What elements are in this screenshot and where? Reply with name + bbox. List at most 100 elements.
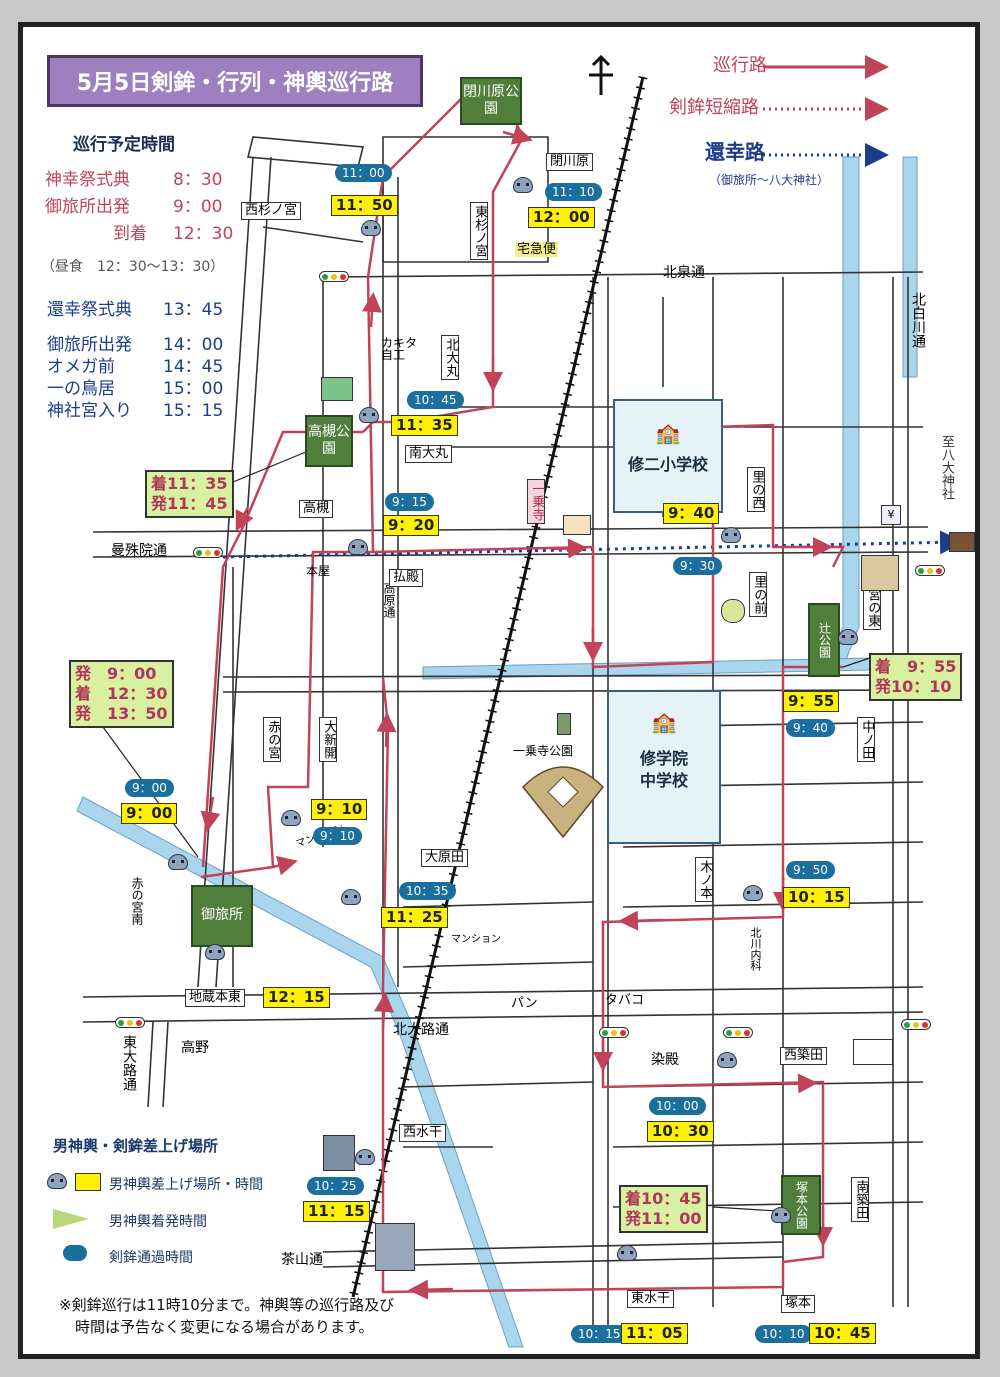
park-takatsuki: 高槻公園: [305, 415, 353, 467]
road-takahara: 高原通: [382, 582, 396, 618]
rivers: [76, 156, 924, 1348]
schedule-row-6-time: 14：45: [163, 357, 224, 377]
pass-time-1025: 10：25: [307, 1177, 364, 1195]
return-route-line: [222, 530, 964, 559]
mikoshi-time-910: 9：10: [311, 799, 368, 820]
building-icon: [323, 1135, 355, 1171]
legend-return-sub: （御旅所～八大神社）: [709, 173, 830, 187]
place-haraidono: 払殿: [389, 569, 424, 588]
blue-pill-icon: [63, 1245, 87, 1261]
pass-time-1010: 10：10: [755, 1325, 812, 1343]
place-akanomiyaminami: 赤の宮南: [130, 877, 144, 925]
footnote-line-2: 時間は予告なく変更になる場合があります。: [75, 1317, 374, 1336]
pass-time-915: 9：15: [385, 493, 434, 511]
place-tsukamoto: 塚本: [781, 1295, 816, 1314]
route-arrows: [200, 95, 833, 1300]
place-pan: パン: [511, 996, 538, 1011]
pass-time-950: 9：50: [786, 861, 835, 879]
legend-return-route-label: 還幸路: [705, 140, 765, 164]
road-chayama: 茶山通: [281, 1252, 323, 1268]
yellow-box-icon: [75, 1173, 101, 1191]
streets: [82, 136, 929, 1327]
place-satonomae: 里の前: [749, 572, 768, 617]
mikoshi-time-1125: 11：25: [381, 907, 448, 928]
mikoshi-time-955: 9：55: [783, 691, 840, 712]
station-ichijoji: 一乗寺: [527, 479, 546, 524]
mikoshi-marker-icon: [168, 854, 188, 870]
flag-icon: [53, 1209, 89, 1229]
railway: [348, 75, 648, 1299]
arrival-otabisho: 着 12：30: [75, 684, 168, 703]
school-icon: 🏫: [655, 421, 681, 445]
park-tsuji: 辻公園: [808, 603, 840, 677]
place-honya: 本屋: [306, 564, 331, 578]
place-minamiomaru: 南大丸: [405, 445, 453, 464]
mikoshi-time-1030: 10：30: [647, 1121, 714, 1142]
mikoshi-marker-icon: [359, 407, 379, 423]
schedule-row-2-time: 9：00: [173, 197, 223, 217]
school-icon-2: 🏫: [651, 710, 677, 734]
mikoshi-marker-icon: [617, 1245, 637, 1261]
park-tsukamoto: 塚本公園: [781, 1175, 821, 1235]
mikoshi-time-1105: 11：05: [621, 1323, 688, 1344]
place-akanomiya: 赤の宮: [263, 717, 282, 762]
mikoshi-time-1045: 10：45: [809, 1323, 876, 1344]
school-shugakuin-label: 修学院中学校: [639, 749, 688, 791]
place-takano: 高野: [181, 1040, 209, 1056]
mikoshi-marker-icon: [721, 527, 741, 543]
departure-takatsuki: 発11：45: [151, 494, 228, 513]
mikoshi-marker-icon: [361, 220, 381, 236]
departure-otabisho-1: 発 9：00: [75, 664, 157, 683]
traffic-light-icon: [915, 565, 945, 576]
place-mansion-2: マンション: [451, 934, 501, 945]
map-canvas: [76, 54, 964, 1348]
departure-tsuji: 発10：10: [875, 677, 952, 696]
pass-time-940: 9：40: [786, 719, 835, 737]
schedule-row-1-label: 神幸祭式典: [45, 170, 130, 190]
schedule-row-7-time: 15：00: [163, 379, 224, 399]
schedule-row-6-label: オメガ前: [47, 357, 115, 377]
arrival-departure-tsukamoto: 着10：45 発11：00: [619, 1185, 708, 1233]
place-higashimizuhoshi: 東水干: [627, 1290, 675, 1309]
map-frame: 5月5日剣鉾・行列・神輿巡行路 巡行路 剣鉾短縮路 還幸路 （御旅所～八大神社）…: [18, 22, 980, 1359]
schedule-row-8-label: 神社宮入り: [47, 401, 132, 421]
road-manshuin: 曼殊院通: [111, 543, 167, 559]
mikoshi-time-1215: 12：15: [263, 987, 330, 1008]
to-yasaka-shrine: 至八大神社: [939, 435, 954, 500]
place-nakanota: 中ノ田: [857, 717, 876, 762]
mikoshi-marker-icon: [743, 885, 763, 901]
legend-arrows: [763, 55, 889, 167]
mikoshi-marker-icon: [513, 177, 533, 193]
schedule-row-1-time: 8：30: [173, 170, 223, 190]
road-kitaoji: 北大路通: [393, 1022, 449, 1038]
mikoshi-marker-icon: [355, 1149, 375, 1165]
pass-time-900: 9：00: [125, 779, 174, 797]
place-kitaomaru: 北大丸: [441, 335, 460, 380]
mikoshi-marker-icon: [771, 1207, 791, 1223]
mikoshi-marker-icon: [281, 810, 301, 826]
place-higashisuginomiya: 東杉ノ宮: [470, 202, 489, 260]
canal-east: [902, 156, 918, 378]
legend-route-label: 巡行路: [713, 55, 767, 76]
arrival-takatsuki: 着11：35: [151, 474, 228, 493]
shop-icon: [861, 555, 899, 591]
police-box-icon: [853, 1039, 893, 1065]
pass-time-1000: 10：00: [649, 1097, 706, 1115]
mikoshi-marker-icon: [348, 539, 368, 555]
mikoshi-time-940: 9：40: [663, 503, 720, 524]
place-kakita: カキタ自工: [381, 336, 418, 362]
mikoshi-marker-icon: [47, 1173, 67, 1189]
place-jizomotohigashi: 地蔵本東: [185, 989, 246, 1008]
place-heisenbara: 閉川原: [546, 153, 594, 172]
arrival-departure-otabisho: 発 9：00 着 12：30 発 13：50: [69, 660, 174, 728]
traffic-light-icon: [723, 1027, 753, 1038]
schedule-row-7-label: 一の鳥居: [47, 379, 115, 399]
mikoshi-time-1015: 10：15: [783, 887, 850, 908]
school-shuji: 🏫 修二小学校: [613, 399, 723, 513]
pass-time-1015: 10：15: [571, 1325, 628, 1343]
departure-otabisho-2: 発 13：50: [75, 704, 168, 723]
place-takkyubin: 宅急便: [515, 242, 559, 257]
footnote: ※剣鉾巡行は11時10分まで。神輿等の巡行路及び 時間は予告なく変更になる場合が…: [59, 1295, 394, 1339]
traffic-light-icon: [115, 1017, 145, 1028]
schedule-row-3-time: 12：30: [173, 224, 234, 244]
